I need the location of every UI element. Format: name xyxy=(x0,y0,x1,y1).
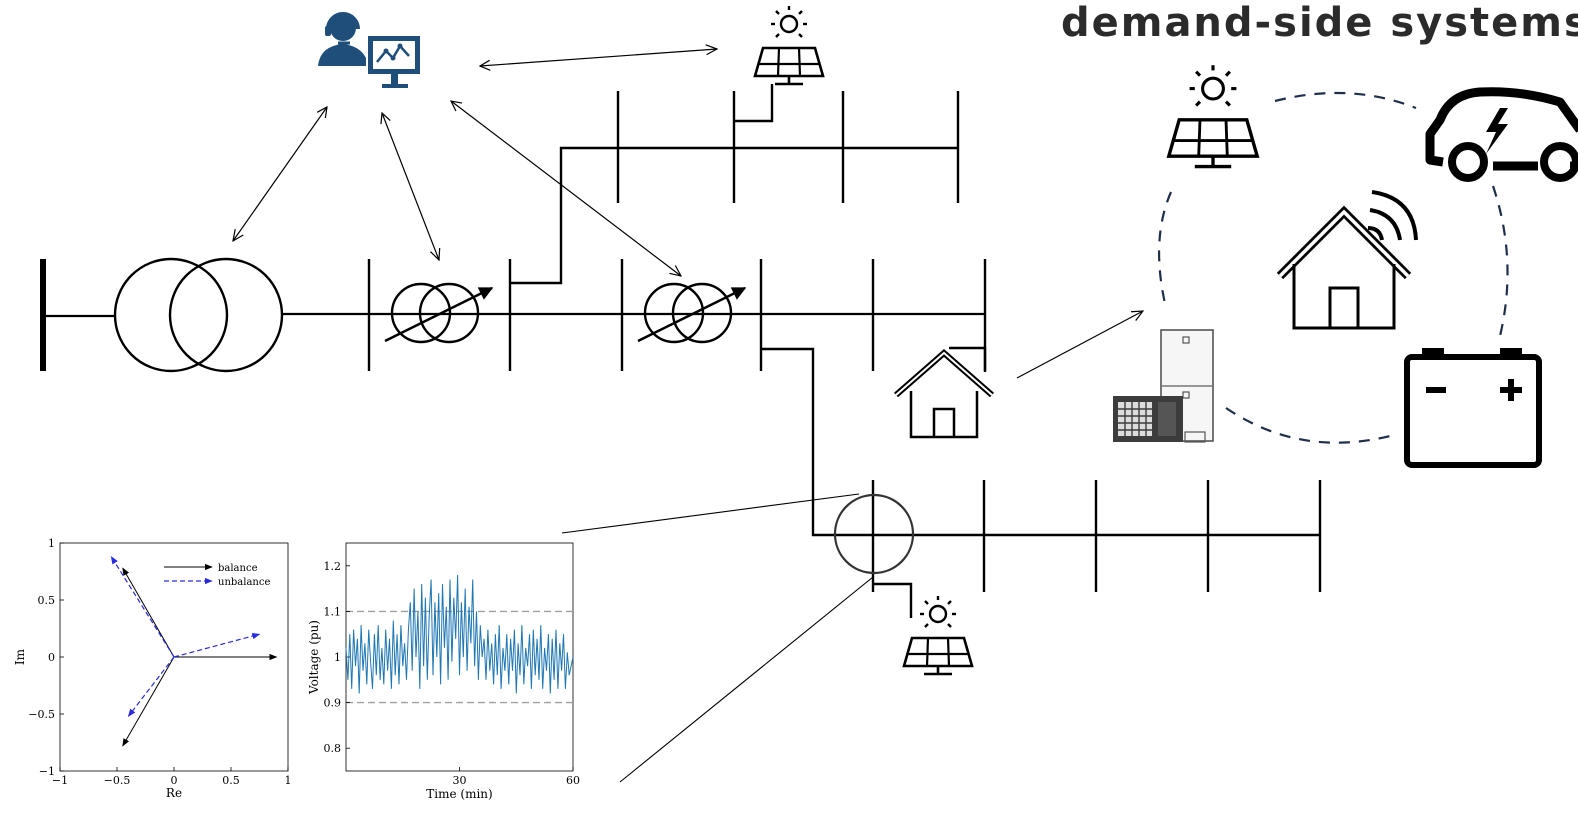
demand-side-title: demand-side systems xyxy=(1061,0,1578,46)
zoom-lines xyxy=(561,493,874,783)
y-tick-label: 0.5 xyxy=(38,594,56,607)
communication-links xyxy=(233,49,1143,379)
x-tick-label: −1 xyxy=(52,774,68,787)
x-axis-label: Re xyxy=(166,786,182,800)
legend-balance-label: balance xyxy=(218,563,258,574)
tap-changer-icon xyxy=(637,282,747,344)
heat-pump-icon xyxy=(1113,329,1214,443)
x-tick-label: −0.5 xyxy=(104,774,131,787)
phasor-chart: −1−1 −0.5 −0.5 0 0 0.5 0.5 1 1Re Im balance unbalan… xyxy=(13,537,292,800)
y-tick-label: −1 xyxy=(39,765,55,778)
solar-panel-icon xyxy=(902,594,974,676)
house-icon xyxy=(896,353,992,437)
y-tick-label: −0.5 xyxy=(28,708,55,721)
y-tick-label: 1 xyxy=(48,537,55,550)
y-axis-label: Voltage (pu) xyxy=(307,620,321,695)
y-tick-label: 0.9 xyxy=(324,697,342,710)
x-tick-label: 30 xyxy=(453,774,467,787)
y-tick-label: 1.2 xyxy=(324,560,342,573)
substation-transformer-icon xyxy=(113,257,284,373)
x-tick-label: 60 xyxy=(566,774,580,787)
y-tick-label: 1.1 xyxy=(324,605,342,618)
battery-icon xyxy=(1404,348,1542,468)
tap-changer-icon xyxy=(384,282,494,344)
unbalance-phasor xyxy=(173,632,261,658)
y-axis-label: Im xyxy=(13,648,27,665)
main-feeder xyxy=(40,257,987,373)
y-tick-label: 1 xyxy=(334,651,341,664)
x-axis-label: Time (min) xyxy=(426,787,492,801)
lower-feeder xyxy=(761,346,1322,618)
unbalance-phasor xyxy=(127,656,175,717)
legend-unbalance-label: unbalance xyxy=(218,577,270,588)
balance-phasor xyxy=(122,656,175,747)
monitoring-point xyxy=(833,493,915,575)
demand-side-ring xyxy=(1157,91,1509,444)
upper-feeder xyxy=(510,84,960,285)
x-tick-label: 1 xyxy=(285,774,292,787)
balance-phasor xyxy=(122,567,175,658)
y-tick-label: 0.8 xyxy=(324,742,342,755)
ev-car-icon xyxy=(1425,87,1578,182)
unbalance-phasor xyxy=(110,556,175,658)
operator-icon xyxy=(318,12,420,88)
smart-home-icon xyxy=(1276,190,1418,330)
x-tick-label: 0 xyxy=(171,774,178,787)
y-tick-label: 0 xyxy=(48,651,55,664)
x-tick-label: 0.5 xyxy=(222,774,240,787)
solar-panel-icon xyxy=(753,4,825,86)
solar-panel-icon xyxy=(1167,63,1259,169)
voltage-series-line xyxy=(345,574,574,694)
